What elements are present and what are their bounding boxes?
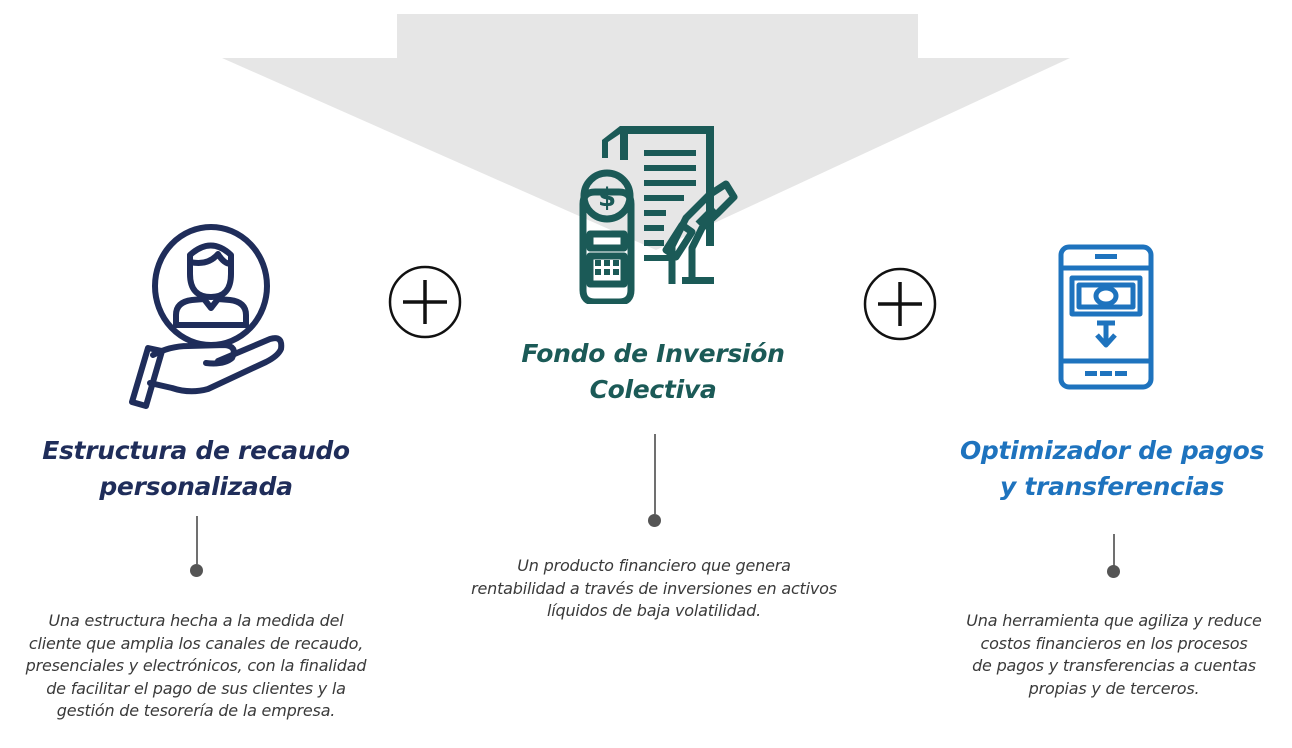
investment-document-icon: $ bbox=[579, 126, 738, 304]
right-description-line: Una herramienta que agiliza y reduce bbox=[966, 611, 1262, 630]
center-description: Un producto financiero que genera rentab… bbox=[436, 555, 872, 623]
mobile-payment-icon bbox=[1058, 244, 1154, 390]
center-description-line: líquidos de baja volatilidad. bbox=[547, 601, 761, 620]
right-title: Optimizador de pagos y transferencias bbox=[934, 433, 1290, 505]
right-connector bbox=[1113, 534, 1115, 566]
right-description-line: propias y de terceros. bbox=[1028, 678, 1200, 698]
svg-text:$: $ bbox=[598, 183, 616, 213]
plus-icon bbox=[863, 267, 937, 341]
center-connector-dot bbox=[648, 514, 661, 527]
left-title: Estructura de recaudo personalizada bbox=[8, 433, 384, 505]
left-description-line: de facilitar el pago de sus clientes y l… bbox=[46, 678, 346, 698]
center-title-line: Fondo de Inversión bbox=[521, 339, 785, 368]
left-title-line: personalizada bbox=[99, 472, 293, 501]
left-description-line: gestión de tesorería de la empresa. bbox=[56, 701, 336, 720]
left-connector bbox=[196, 516, 198, 564]
left-description-line: presenciales y electrónicos, con la fina… bbox=[25, 656, 367, 675]
hand-person-icon bbox=[129, 224, 285, 409]
right-title-line: Optimizador de pagos bbox=[959, 436, 1265, 465]
plus-icon bbox=[388, 265, 462, 339]
center-title: Fondo de Inversión Colectiva bbox=[463, 336, 843, 408]
left-description-line: cliente que amplia los canales de recaud… bbox=[28, 633, 364, 653]
center-title-line: Colectiva bbox=[589, 375, 717, 404]
right-connector-dot bbox=[1107, 565, 1120, 578]
right-description-line: costos financieros en los procesos bbox=[980, 633, 1248, 653]
left-description: Una estructura hecha a la medida del cli… bbox=[0, 610, 392, 723]
center-connector bbox=[654, 434, 656, 514]
left-connector-dot bbox=[190, 564, 203, 577]
right-description: Una herramienta que agiliza y reduce cos… bbox=[936, 610, 1292, 700]
right-title-line: y transferencias bbox=[999, 472, 1225, 501]
center-description-line: Un producto financiero que genera bbox=[517, 556, 791, 575]
left-description-line: Una estructura hecha a la medida del bbox=[48, 611, 344, 630]
left-title-line: Estructura de recaudo bbox=[42, 436, 350, 465]
right-description-line: de pagos y transferencias a cuentas bbox=[972, 656, 1256, 675]
center-description-line: rentabilidad a través de inversiones en … bbox=[471, 578, 837, 598]
